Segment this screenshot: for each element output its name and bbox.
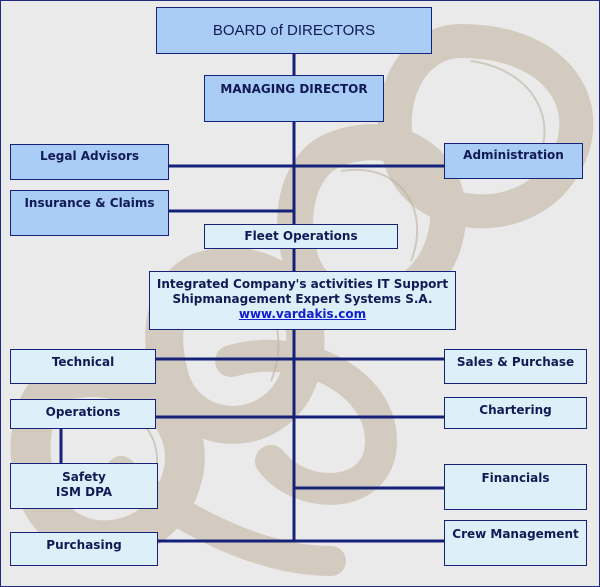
managing-director-box: MANAGING DIRECTOR [204, 75, 384, 122]
safety-ism-dpa-box: Safety ISM DPA [10, 463, 158, 509]
administration-label: Administration [463, 148, 564, 162]
operations-label: Operations [45, 405, 121, 419]
purchasing-box: Purchasing [10, 532, 158, 566]
operations-box: Operations [10, 399, 156, 429]
crew-management-box: Crew Management [444, 520, 587, 566]
chartering-label: Chartering [479, 403, 552, 417]
managing-director-label: MANAGING DIRECTOR [220, 82, 368, 96]
technical-box: Technical [10, 349, 156, 384]
it-support-line2: Shipmanagement Expert Systems S.A. [172, 292, 433, 306]
technical-label: Technical [51, 355, 115, 369]
it-support-box: Integrated Company's activities IT Suppo… [149, 271, 456, 330]
chartering-box: Chartering [444, 397, 587, 429]
financials-box: Financials [444, 464, 587, 510]
fleet-operations-box: Fleet Operations [204, 224, 398, 249]
safety-label: Safety [62, 470, 106, 484]
insurance-claims-box: Insurance & Claims [10, 190, 169, 236]
insurance-claims-label: Insurance & Claims [24, 196, 155, 210]
fleet-operations-label: Fleet Operations [244, 229, 358, 243]
purchasing-label: Purchasing [46, 538, 122, 552]
board-of-directors-label: BOARD of DIRECTORS [212, 22, 376, 39]
it-support-line1: Integrated Company's activities IT Suppo… [156, 277, 449, 291]
sales-purchase-label: Sales & Purchase [456, 355, 575, 369]
financials-label: Financials [481, 471, 550, 485]
administration-box: Administration [444, 143, 583, 179]
ism-dpa-label: ISM DPA [55, 485, 113, 499]
legal-advisors-label: Legal Advisors [39, 149, 140, 163]
vardakis-website-link[interactable]: www.vardakis.com [238, 307, 367, 321]
crew-management-label: Crew Management [452, 527, 579, 541]
board-of-directors-box: BOARD of DIRECTORS [156, 7, 432, 54]
legal-advisors-box: Legal Advisors [10, 144, 169, 180]
sales-purchase-box: Sales & Purchase [444, 349, 587, 384]
